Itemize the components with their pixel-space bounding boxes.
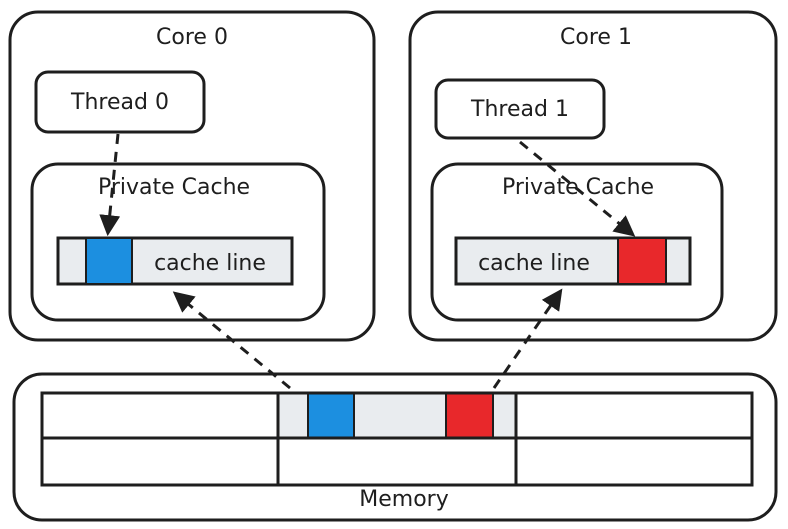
core-1-title: Core 1	[560, 25, 632, 50]
core-0-private-cache-title: Private Cache	[98, 175, 250, 200]
core-1-cache-line-red-segment	[617, 237, 667, 285]
memory: Memory	[12, 372, 778, 522]
memory-blue-segment	[307, 392, 355, 439]
thread-1-label: Thread 1	[470, 97, 569, 122]
core-0-title: Core 0	[156, 25, 228, 50]
core-0-cache-line-blue-segment	[85, 237, 133, 285]
memory-label: Memory	[359, 487, 448, 512]
arrow-memory-to-core-1-cache	[492, 288, 563, 389]
memory-red-segment	[445, 392, 494, 439]
core-1: Core 1 Thread 1 Private Cache cache line	[408, 10, 778, 342]
core-1-private-cache-title: Private Cache	[502, 175, 654, 200]
thread-0-label: Thread 0	[70, 90, 169, 115]
core-1-cache-line-label: cache line	[478, 251, 590, 276]
core-0-cache-line-label: cache line	[154, 251, 266, 276]
arrow-thread-1-to-cache-line	[519, 140, 636, 237]
thread-1-box	[434, 78, 606, 140]
arrow-memory-to-core-0-cache	[172, 291, 291, 390]
core-0: Core 0 Thread 0 Private Cache cache line	[8, 10, 376, 342]
thread-0-box	[34, 70, 206, 134]
